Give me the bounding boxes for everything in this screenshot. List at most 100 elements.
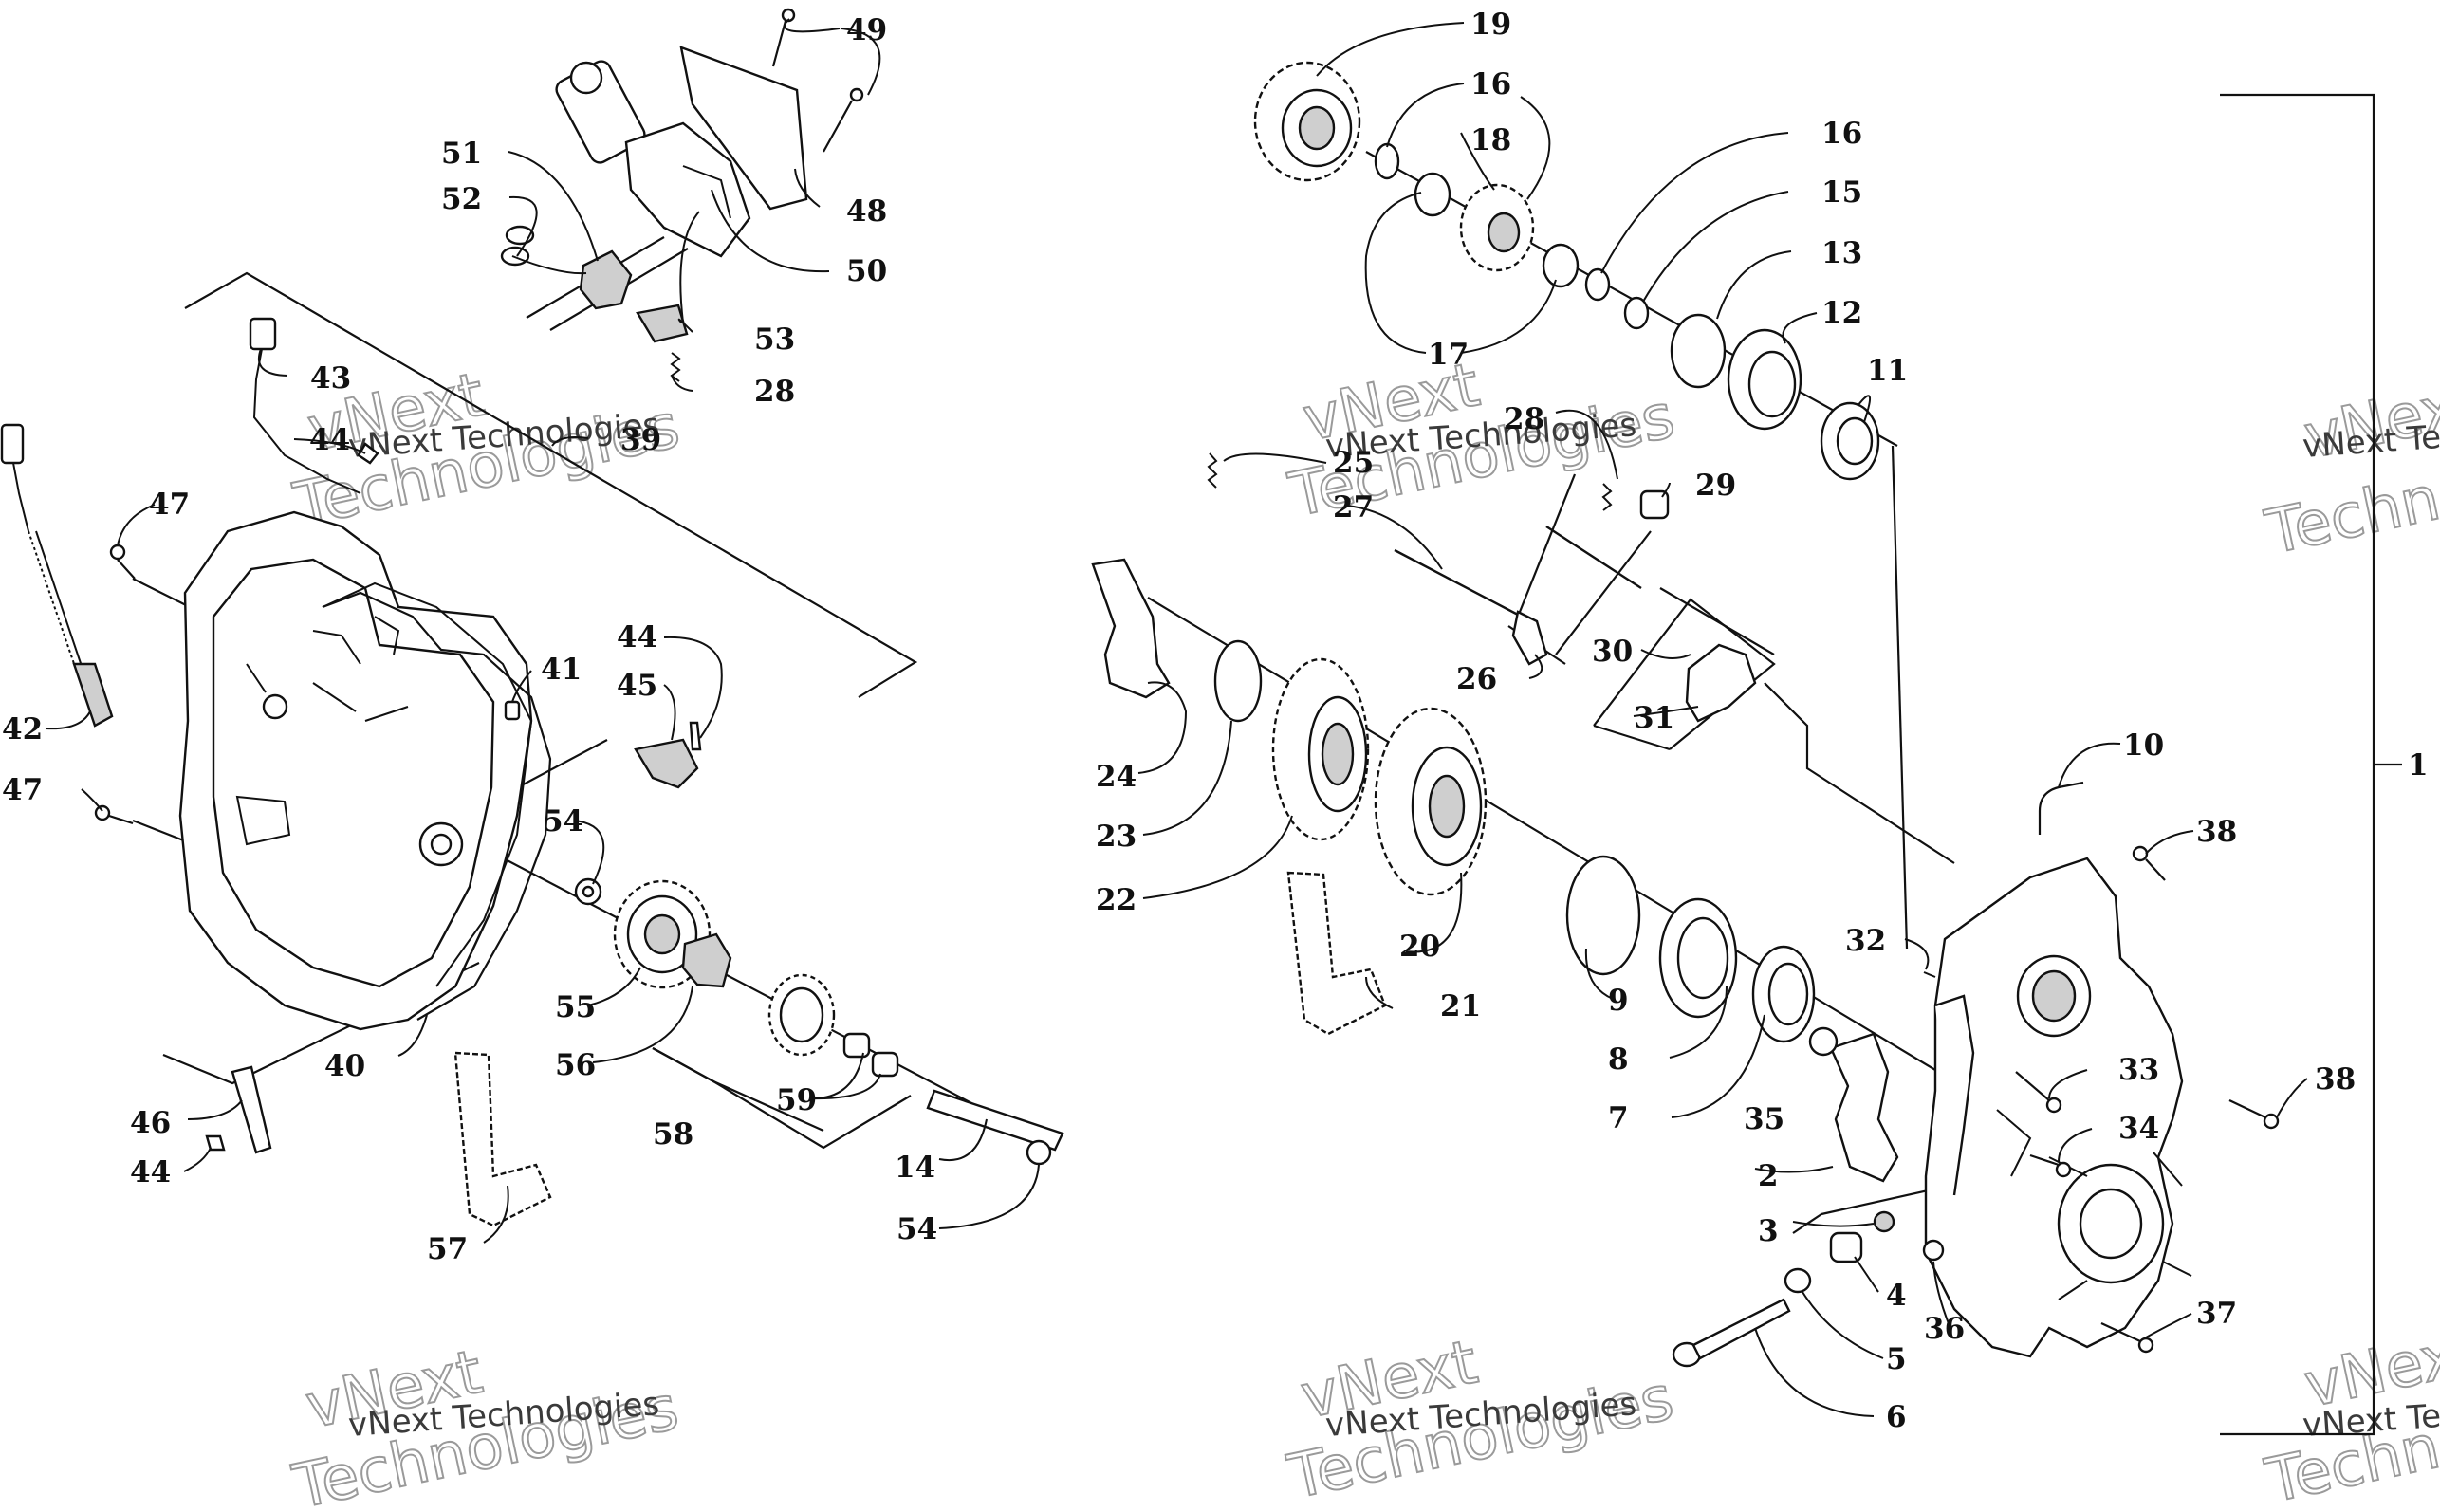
spring-25 xyxy=(1207,452,1218,489)
bolt-37 xyxy=(2100,1322,2154,1354)
callout-26: 26 xyxy=(1456,662,1497,696)
callout-27: 27 xyxy=(1333,490,1374,525)
bearing-8 xyxy=(1658,897,1738,1019)
breather-10 xyxy=(2038,781,2084,835)
shaft-28b xyxy=(1545,525,1642,590)
washer-54a-hole xyxy=(582,885,595,898)
callout-5: 5 xyxy=(1886,1342,1907,1376)
actuator-motor xyxy=(555,46,808,258)
gear-59 xyxy=(767,973,836,1057)
washer-54b xyxy=(1026,1139,1052,1166)
callout-9: 9 xyxy=(1608,984,1629,1018)
screw-44c xyxy=(205,1134,226,1152)
sprocket-20 xyxy=(1374,707,1488,896)
callout-54a: 54 xyxy=(543,804,583,839)
callout-4: 4 xyxy=(1886,1279,1907,1313)
oring-52b xyxy=(500,246,530,267)
bushing-4 xyxy=(1829,1231,1863,1263)
ring-13 xyxy=(1670,313,1727,389)
callout-36: 36 xyxy=(1924,1312,1965,1346)
callout-14: 14 xyxy=(895,1151,935,1185)
callout-2: 2 xyxy=(1758,1159,1779,1193)
callout-22: 22 xyxy=(1096,883,1137,917)
spacer-59b xyxy=(871,1051,899,1078)
ring-15 xyxy=(1623,296,1650,330)
sensor-43 xyxy=(249,317,361,494)
hub-56 xyxy=(681,932,732,988)
callout-44c: 44 xyxy=(130,1155,171,1189)
shaft-27 xyxy=(1394,548,1519,617)
screw-44b xyxy=(689,721,702,751)
callout-37: 37 xyxy=(2196,1297,2237,1331)
callout-6: 6 xyxy=(1886,1400,1907,1434)
callout-59: 59 xyxy=(776,1083,817,1117)
callout-20: 20 xyxy=(1399,930,1440,964)
lever-24 xyxy=(1091,558,1171,699)
cover-46 xyxy=(231,1065,272,1154)
washer-17a xyxy=(1414,172,1451,217)
chain-57 xyxy=(453,1051,552,1227)
bolt-33 xyxy=(2015,1071,2062,1114)
bolt-6 xyxy=(1672,1298,1791,1368)
callout-8: 8 xyxy=(1608,1042,1629,1077)
callout-47a: 47 xyxy=(149,488,190,522)
spacer-59a xyxy=(842,1032,871,1059)
callout-46: 46 xyxy=(130,1106,171,1140)
leader-lines xyxy=(45,18,2402,1417)
callout-54b: 54 xyxy=(897,1212,937,1246)
callout-10: 10 xyxy=(2123,728,2164,763)
bolt-34 xyxy=(2029,1153,2072,1178)
spring-28b xyxy=(1601,483,1613,511)
callout-12: 12 xyxy=(1821,296,1862,330)
clip-45 xyxy=(634,738,699,789)
seal-11 xyxy=(1820,401,1880,481)
callout-16a: 16 xyxy=(1470,67,1511,101)
sprocket-22 xyxy=(1271,657,1370,841)
callout-38a: 38 xyxy=(2196,815,2237,849)
callout-44b: 44 xyxy=(617,620,657,655)
callout-28a: 28 xyxy=(754,375,795,409)
cable-42 xyxy=(0,423,114,728)
callout-34: 34 xyxy=(2118,1112,2159,1146)
washer-5 xyxy=(1784,1267,1812,1294)
bolt-47a xyxy=(109,544,136,580)
washer-3 xyxy=(1873,1210,1895,1233)
pin-41 xyxy=(504,700,521,721)
plug-36 xyxy=(1922,1239,1945,1262)
callout-53: 53 xyxy=(754,323,795,357)
callout-56: 56 xyxy=(555,1048,596,1082)
watermark-group: vNext Technologies xyxy=(2259,1316,2440,1512)
callout-33: 33 xyxy=(2118,1053,2159,1087)
washer-17b xyxy=(1542,243,1580,288)
pinion-51 xyxy=(579,249,633,310)
seal-7 xyxy=(1751,945,1816,1043)
bracket-2 xyxy=(1829,1032,1899,1183)
callout-32: 32 xyxy=(1845,924,1886,958)
right-assembly-guides xyxy=(1147,151,1993,1234)
callout-16b: 16 xyxy=(1821,117,1862,151)
chain-21 xyxy=(1286,871,1387,1036)
callout-19: 19 xyxy=(1470,8,1511,42)
callout-23: 23 xyxy=(1096,820,1137,854)
callout-labels: 1 2 3 4 5 6 7 8 9 10 11 12 13 14 15 16 1… xyxy=(2,8,2429,1434)
bushing-29 xyxy=(1639,489,1670,520)
callout-1: 1 xyxy=(2408,748,2429,783)
callout-50: 50 xyxy=(846,254,887,288)
shaft-14 xyxy=(926,1089,1064,1152)
callout-29: 29 xyxy=(1695,469,1736,503)
callout-41: 41 xyxy=(541,653,582,687)
callout-35: 35 xyxy=(1744,1102,1784,1136)
callout-43: 43 xyxy=(310,361,351,396)
bearing-12 xyxy=(1727,328,1802,431)
ring-16b xyxy=(1584,267,1611,302)
callout-57: 57 xyxy=(427,1232,468,1266)
callout-45: 45 xyxy=(617,669,657,703)
callout-7: 7 xyxy=(1608,1101,1629,1135)
plug-35 xyxy=(1808,1026,1839,1057)
fork-26 xyxy=(1511,610,1548,666)
callout-48: 48 xyxy=(846,194,887,229)
callout-52: 52 xyxy=(441,182,482,216)
seal-40 xyxy=(322,591,552,1021)
callout-30: 30 xyxy=(1592,635,1633,669)
